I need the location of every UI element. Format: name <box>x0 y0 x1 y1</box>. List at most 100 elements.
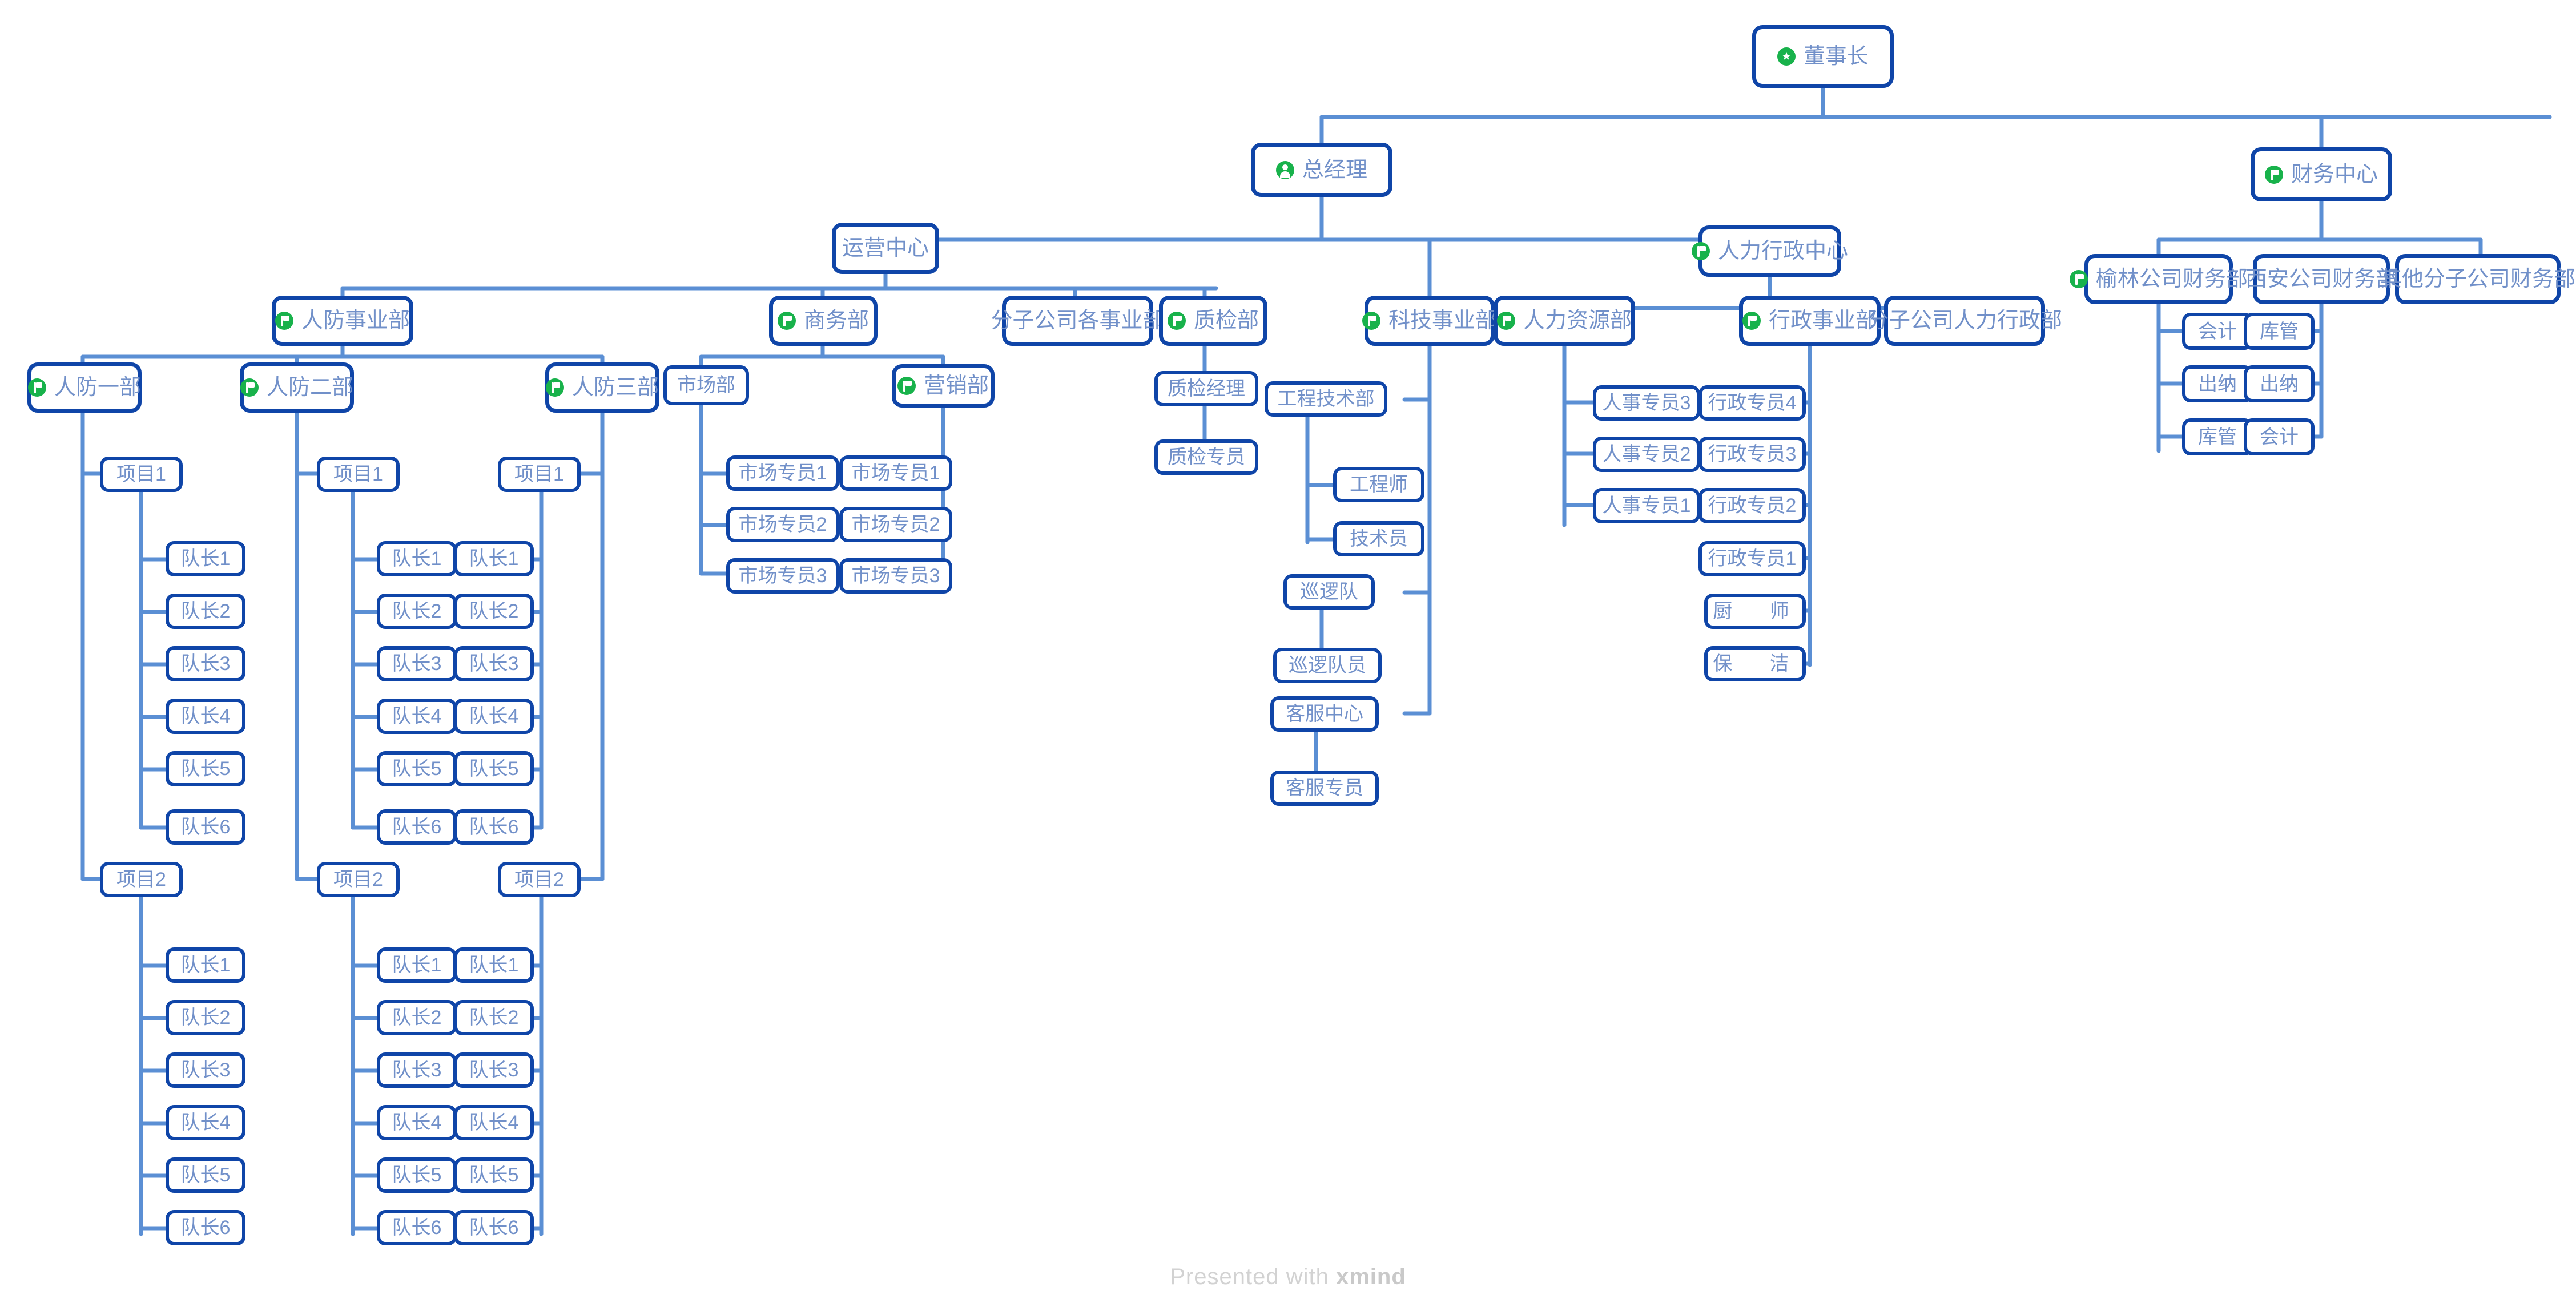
node-market-dept[interactable]: 市场部 <box>663 365 749 405</box>
node-team-leader[interactable]: 队长6 <box>166 1210 245 1245</box>
node-civil-defense-1[interactable]: 人防一部 <box>27 362 142 413</box>
node-team-leader[interactable]: 队长1 <box>166 541 245 576</box>
node-team-leader[interactable]: 队长6 <box>454 809 534 845</box>
node-branch-divisions[interactable]: 分子公司各事业部 <box>991 296 1165 346</box>
node-team-leader[interactable]: 队长5 <box>166 751 245 786</box>
node-sales-staff[interactable]: 市场专员1 <box>839 455 952 491</box>
node-team-leader[interactable]: 队长5 <box>454 751 534 786</box>
node-yulin-warehouse[interactable]: 库管 <box>2182 418 2253 455</box>
node-branch-hr-admin[interactable]: 分子公司人力行政部 <box>1867 296 2062 346</box>
node-team-leader[interactable]: 队长4 <box>377 1105 457 1140</box>
node-team-leader[interactable]: 队长3 <box>377 646 457 681</box>
node-engineering-dept[interactable]: 工程技术部 <box>1265 381 1387 417</box>
node-label: 人事专员3 <box>1602 392 1691 414</box>
node-finance-yulin[interactable]: 榆林公司财务部 <box>2070 254 2248 304</box>
node-team-leader[interactable]: 队长1 <box>166 947 245 983</box>
node-chef[interactable]: 厨 师 <box>1704 594 1806 629</box>
node-xian-cashier[interactable]: 出纳 <box>2244 365 2315 402</box>
node-team-leader[interactable]: 队长3 <box>166 1052 245 1088</box>
node-market-staff[interactable]: 市场专员1 <box>726 455 839 491</box>
node-team-leader[interactable]: 队长5 <box>377 751 457 786</box>
node-label: 队长5 <box>392 1164 442 1186</box>
node-patrol-team[interactable]: 巡逻队 <box>1283 574 1375 610</box>
node-technician[interactable]: 技术员 <box>1333 521 1424 556</box>
node-cleaner[interactable]: 保 洁 <box>1704 646 1806 681</box>
node-team-leader[interactable]: 队长3 <box>377 1052 457 1088</box>
node-xian-accountant[interactable]: 会计 <box>2244 418 2315 455</box>
node-market-staff[interactable]: 市场专员2 <box>726 507 839 542</box>
node-project-1-cd2[interactable]: 项目1 <box>317 457 400 492</box>
node-team-leader[interactable]: 队长6 <box>377 809 457 845</box>
node-team-leader[interactable]: 队长1 <box>454 947 534 983</box>
node-project-1-cd3[interactable]: 项目1 <box>498 457 581 492</box>
node-team-leader[interactable]: 队长3 <box>454 1052 534 1088</box>
node-project-2-cd3[interactable]: 项目2 <box>498 862 581 897</box>
node-service-center[interactable]: 客服中心 <box>1270 696 1379 732</box>
node-admin-division[interactable]: 行政事业部 <box>1739 296 1881 346</box>
node-team-leader[interactable]: 队长5 <box>377 1157 457 1193</box>
node-hr-staff[interactable]: 人事专员3 <box>1593 385 1700 421</box>
node-team-leader[interactable]: 队长1 <box>377 947 457 983</box>
node-team-leader[interactable]: 队长2 <box>166 1000 245 1035</box>
node-service-specialist[interactable]: 客服专员 <box>1270 771 1379 806</box>
node-team-leader[interactable]: 队长1 <box>454 541 534 576</box>
node-team-leader[interactable]: 队长4 <box>454 699 534 734</box>
node-team-leader[interactable]: 队长2 <box>454 1000 534 1035</box>
node-hr-staff[interactable]: 人事专员2 <box>1593 437 1700 472</box>
node-operation-center[interactable]: 运营中心 <box>832 223 939 274</box>
node-hr-dept[interactable]: 人力资源部 <box>1494 296 1635 346</box>
node-chairman[interactable]: 董事长 <box>1752 25 1894 88</box>
flag-icon <box>2070 270 2088 288</box>
node-team-leader[interactable]: 队长6 <box>454 1210 534 1245</box>
node-team-leader[interactable]: 队长6 <box>166 809 245 845</box>
node-general-manager[interactable]: 总经理 <box>1251 143 1392 197</box>
node-sales-dept[interactable]: 营销部 <box>892 364 995 408</box>
node-team-leader[interactable]: 队长2 <box>377 594 457 629</box>
node-team-leader[interactable]: 队长4 <box>454 1105 534 1140</box>
node-finance-other[interactable]: 其他分子公司财务部 <box>2380 254 2575 304</box>
node-tech-division[interactable]: 科技事业部 <box>1362 296 1497 346</box>
node-civil-defense-2[interactable]: 人防二部 <box>240 362 354 413</box>
node-team-leader[interactable]: 队长2 <box>166 594 245 629</box>
node-civil-defense-3[interactable]: 人防三部 <box>545 362 659 413</box>
node-team-leader[interactable]: 队长4 <box>377 699 457 734</box>
node-team-leader[interactable]: 队长5 <box>454 1157 534 1193</box>
node-label: 队长4 <box>392 705 442 727</box>
node-admin-staff[interactable]: 行政专员4 <box>1698 385 1806 421</box>
node-label: 总经理 <box>1302 158 1367 182</box>
node-qc-specialist[interactable]: 质检专员 <box>1154 439 1258 475</box>
node-team-leader[interactable]: 队长2 <box>454 594 534 629</box>
node-team-leader[interactable]: 队长3 <box>454 646 534 681</box>
node-engineer[interactable]: 工程师 <box>1333 467 1424 502</box>
node-market-staff[interactable]: 市场专员3 <box>726 558 839 594</box>
node-civil-defense-division[interactable]: 人防事业部 <box>272 296 413 346</box>
node-team-leader[interactable]: 队长2 <box>377 1000 457 1035</box>
node-admin-staff[interactable]: 行政专员1 <box>1698 541 1806 576</box>
node-qc-dept[interactable]: 质检部 <box>1159 296 1267 346</box>
node-patrol-member[interactable]: 巡逻队员 <box>1273 648 1382 683</box>
node-team-leader[interactable]: 队长3 <box>166 646 245 681</box>
node-team-leader[interactable]: 队长5 <box>166 1157 245 1193</box>
node-hr-admin-center[interactable]: 人力行政中心 <box>1692 225 1848 277</box>
node-team-leader[interactable]: 队长1 <box>377 541 457 576</box>
node-team-leader[interactable]: 队长4 <box>166 699 245 734</box>
node-yulin-accountant[interactable]: 会计 <box>2182 313 2253 350</box>
node-team-leader[interactable]: 队长4 <box>166 1105 245 1140</box>
node-project-2-cd1[interactable]: 项目2 <box>100 862 183 897</box>
node-finance-xian[interactable]: 西安公司财务部 <box>2245 254 2397 304</box>
node-business-dept[interactable]: 商务部 <box>769 296 878 346</box>
node-finance-center[interactable]: 财务中心 <box>2251 147 2392 201</box>
node-hr-staff[interactable]: 人事专员1 <box>1593 488 1700 523</box>
node-sales-staff[interactable]: 市场专员2 <box>839 507 952 542</box>
node-label: 队长4 <box>180 1112 231 1133</box>
node-project-2-cd2[interactable]: 项目2 <box>317 862 400 897</box>
node-team-leader[interactable]: 队长6 <box>377 1210 457 1245</box>
node-qc-manager[interactable]: 质检经理 <box>1154 371 1258 406</box>
node-xian-warehouse[interactable]: 库管 <box>2244 313 2315 350</box>
node-sales-staff[interactable]: 市场专员3 <box>839 558 952 594</box>
node-admin-staff[interactable]: 行政专员3 <box>1698 437 1806 472</box>
watermark-brand: xmind <box>1335 1264 1406 1289</box>
node-yulin-cashier[interactable]: 出纳 <box>2182 365 2253 402</box>
node-project-1-cd1[interactable]: 项目1 <box>100 457 183 492</box>
node-admin-staff[interactable]: 行政专员2 <box>1698 488 1806 523</box>
